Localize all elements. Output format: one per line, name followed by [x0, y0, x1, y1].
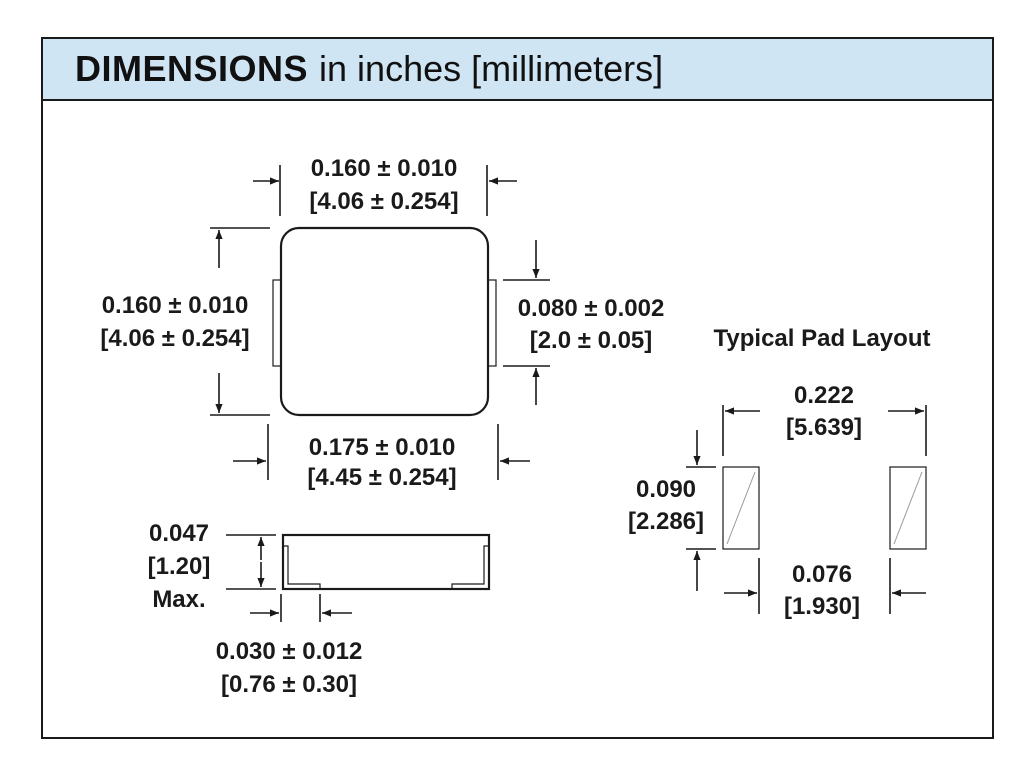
overall-width-mm: [4.45 ± 0.254]: [307, 464, 456, 491]
right-terminal-profile: [451, 545, 489, 589]
left-pad: [722, 466, 760, 550]
pad-span-mm: [5.639]: [786, 414, 862, 441]
pad-height-in: 0.090: [636, 476, 696, 503]
pad-gap-mm: [1.930]: [784, 593, 860, 620]
top-view: 0.160 ± 0.010 [4.06 ± 0.254] 0.160 ± 0.0…: [100, 155, 664, 491]
terminal-length-in: 0.080 ± 0.002: [518, 295, 665, 322]
left-terminal-profile: [283, 545, 321, 589]
side-height-mm: [1.20]: [148, 553, 211, 580]
top-height-in: 0.160 ± 0.010: [102, 292, 249, 319]
pad-hatch: [893, 471, 923, 545]
pad-hatch: [726, 471, 756, 545]
pad-layout: Typical Pad Layout 0.222 [5.639] 0.090 […: [628, 325, 931, 620]
overall-width-in: 0.175 ± 0.010: [309, 434, 456, 461]
pad-gap-in: 0.076: [792, 561, 852, 588]
top-height-mm: [4.06 ± 0.254]: [100, 325, 249, 352]
panel-header: DIMENSIONS in inches [millimeters]: [43, 39, 992, 101]
top-width-mm: [4.06 ± 0.254]: [309, 188, 458, 215]
component-body-top: [279, 226, 490, 417]
component-body-side: [281, 533, 491, 591]
right-terminal: [487, 279, 497, 367]
pad-height-mm: [2.286]: [628, 508, 704, 535]
side-terminal-mm: [0.76 ± 0.30]: [221, 671, 357, 698]
side-height-note: Max.: [152, 586, 205, 613]
pad-layout-title: Typical Pad Layout: [714, 325, 931, 352]
header-title: DIMENSIONS: [75, 48, 309, 89]
right-pad: [889, 466, 927, 550]
side-terminal-in: 0.030 ± 0.012: [216, 638, 363, 665]
side-height-in: 0.047: [149, 520, 209, 547]
header-units: in inches [millimeters]: [319, 48, 664, 89]
top-width-in: 0.160 ± 0.010: [311, 155, 458, 182]
dimensions-panel: DIMENSIONS in inches [millimeters]: [41, 37, 994, 739]
left-terminal: [272, 279, 282, 367]
side-view: 0.047 [1.20] Max. 0.030 ± 0.012 [0.76 ± …: [148, 520, 491, 698]
terminal-length-mm: [2.0 ± 0.05]: [530, 327, 653, 354]
pad-span-in: 0.222: [794, 382, 854, 409]
